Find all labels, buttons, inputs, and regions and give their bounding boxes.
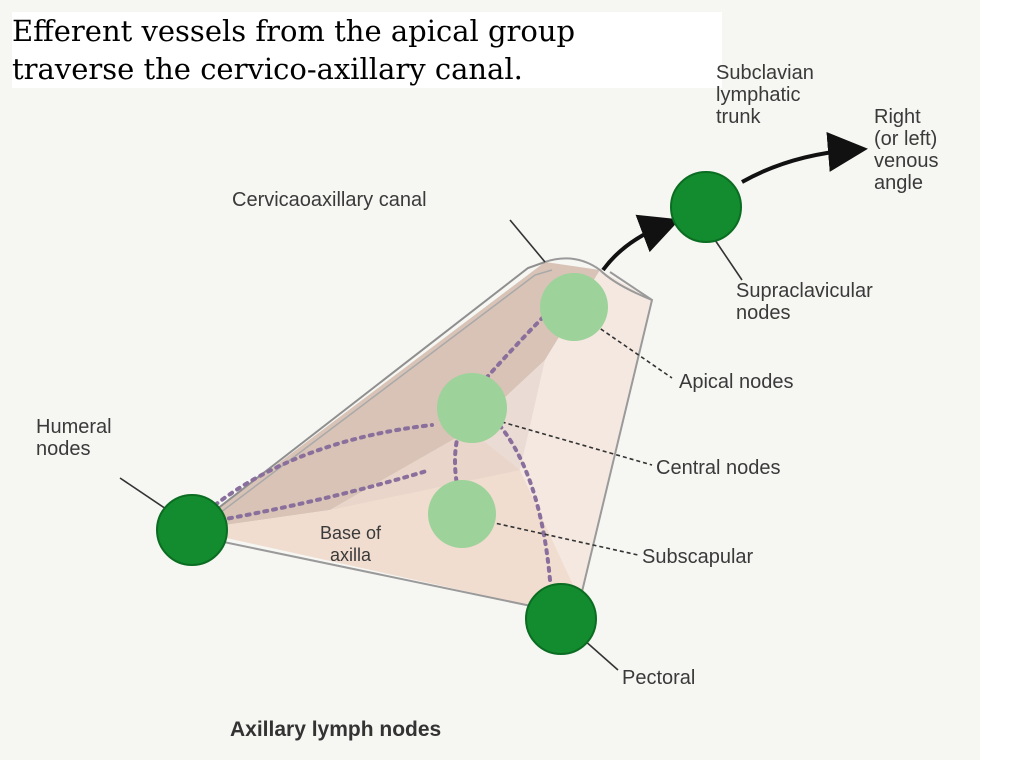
label-base-line-2: axilla (330, 545, 372, 565)
flow-humeral-lower (218, 468, 432, 522)
leader-apical (594, 324, 673, 379)
label-venous-line-4: angle (874, 172, 923, 194)
label-humeral-line-1: Humeral (36, 416, 112, 438)
pyramid-edge-left (189, 261, 546, 531)
diagram-caption: Axillary lymph nodes (230, 718, 442, 741)
flow-pectoral-to-central (493, 418, 552, 582)
label-apical-nodes: Apical nodes (679, 371, 794, 393)
label-pectoral: Pectoral (622, 667, 696, 689)
leader-central (494, 419, 653, 466)
central-node (437, 373, 507, 443)
label-venous-angle: Right (or left) venous angle (874, 106, 939, 194)
subscapular-node (428, 480, 496, 548)
heading-line-1: Efferent vessels from the apical group (12, 14, 576, 48)
label-subclavian-line-2: lymphatic (716, 84, 801, 106)
label-humeral-line-2: nodes (36, 438, 91, 460)
label-humeral-nodes: Humeral nodes (36, 416, 112, 460)
leader-lines (119, 219, 743, 671)
heading-line-2: traverse the cervico-axillary canal. (12, 52, 523, 86)
humeral-node (156, 494, 228, 566)
pyramid-edge-left-inner (199, 269, 553, 529)
leader-supraclavicular (714, 239, 743, 281)
pectoral-node (525, 583, 597, 655)
slide-heading: Efferent vessels from the apical group t… (12, 12, 722, 88)
subclavian-trunk-arrow (741, 131, 868, 184)
label-subscapular: Subscapular (642, 546, 754, 568)
label-subclavian-trunk: Subclavian lymphatic trunk (716, 62, 814, 128)
label-subclavian-line-1: Subclavian (716, 62, 814, 84)
label-supraclavicular-line-1: Supraclavicular (736, 280, 873, 302)
apical-node (540, 273, 608, 341)
flow-humeral-to-central (213, 423, 434, 507)
label-supraclavicular-line-2: nodes (736, 302, 791, 324)
label-cervicoaxillary-canal: Cervicaoaxillary canal (232, 189, 427, 211)
canal-opening (544, 257, 653, 301)
efferent-arrow-apical-to-supraclavicular (601, 214, 680, 272)
label-subclavian-line-3: trunk (716, 106, 761, 128)
flow-central-to-apical (478, 298, 562, 387)
label-venous-line-2: (or left) (874, 128, 938, 150)
label-base-of-axilla: Base of axilla (320, 522, 381, 566)
supraclavicular-node (670, 171, 742, 243)
label-venous-line-3: venous (874, 150, 939, 172)
label-supraclavicular: Supraclavicular nodes (736, 280, 873, 324)
pyramid-inner-shade (330, 360, 545, 510)
pyramid-left-face (190, 262, 600, 530)
leader-cervicoaxillary (509, 219, 546, 263)
leader-subscapular (489, 521, 639, 556)
label-central-nodes: Central nodes (656, 457, 781, 479)
pyramid-right-face (520, 270, 652, 600)
label-base-line-1: Base of (320, 523, 382, 543)
pyramid-edge-base (189, 534, 561, 613)
label-venous-line-1: Right (874, 106, 921, 128)
